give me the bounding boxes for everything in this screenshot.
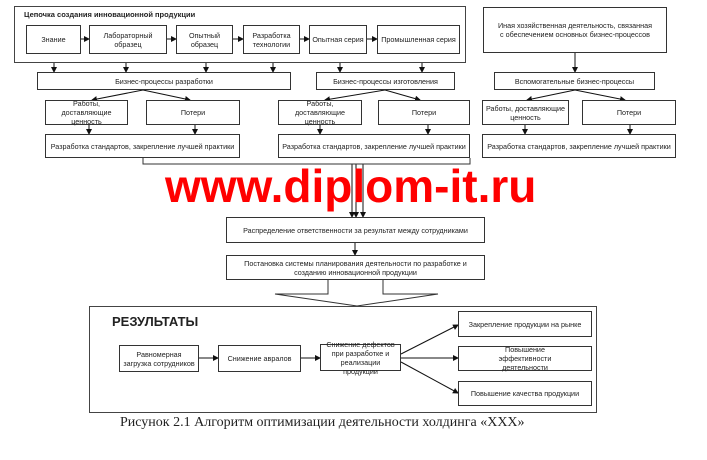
value-work-box: Работы, доставляющие ценность xyxy=(278,99,362,126)
chain-step: Лабораторный образец xyxy=(89,25,167,54)
value-work-box: Работы, доставляющие ценность xyxy=(482,100,569,125)
losses-box: Потери xyxy=(378,100,470,125)
process-box: Бизнес-процессы разработки xyxy=(37,72,291,90)
outcome-box: Закрепление продукции на рынке xyxy=(458,311,592,337)
chain-step: Опытный образец xyxy=(176,25,233,54)
planning-box: Постановка системы планирования деятельн… xyxy=(226,255,485,280)
result-step: Снижение авралов xyxy=(218,345,301,372)
figure-caption: Рисунок 2.1 Алгоритм оптимизации деятель… xyxy=(120,415,525,430)
chain-title: Цепочка создания инновационной продукции xyxy=(24,10,196,19)
standards-box: Разработка стандартов, закрепление лучше… xyxy=(278,134,470,158)
process-box: Вспомогательные бизнес-процессы xyxy=(494,72,655,90)
result-step: Снижение дефектов при разработке и реали… xyxy=(320,340,401,376)
results-title: РЕЗУЛЬТАТЫ xyxy=(112,314,199,329)
value-work-box: Работы, доставляющие ценность xyxy=(45,99,128,126)
chain-step: Знание xyxy=(26,25,81,54)
process-box: Бизнес-процессы изготовления xyxy=(316,72,455,90)
losses-box: Потери xyxy=(582,100,676,125)
chain-step: Опытная серия xyxy=(309,25,367,54)
responsibility-box: Распределение ответственности за результ… xyxy=(226,217,485,243)
losses-box: Потери xyxy=(146,100,240,125)
chain-step: Разработка технологии xyxy=(243,25,300,54)
chain-step: Промышленная серия xyxy=(377,25,460,54)
watermark: www.diplom-it.ru xyxy=(165,160,537,212)
other-activity-box: Иная хозяйственная деятельность, связанн… xyxy=(483,7,667,53)
standards-box: Разработка стандартов, закрепление лучше… xyxy=(482,134,676,158)
results-frame xyxy=(89,306,597,413)
standards-box: Разработка стандартов, закрепление лучше… xyxy=(45,134,240,158)
chain-frame xyxy=(14,6,466,63)
outcome-box: Повышение качества продукции xyxy=(458,381,592,406)
result-step: Равномерная загрузка сотрудников xyxy=(119,345,199,372)
outcome-box: Повышение эффективности деятельности xyxy=(458,345,592,372)
